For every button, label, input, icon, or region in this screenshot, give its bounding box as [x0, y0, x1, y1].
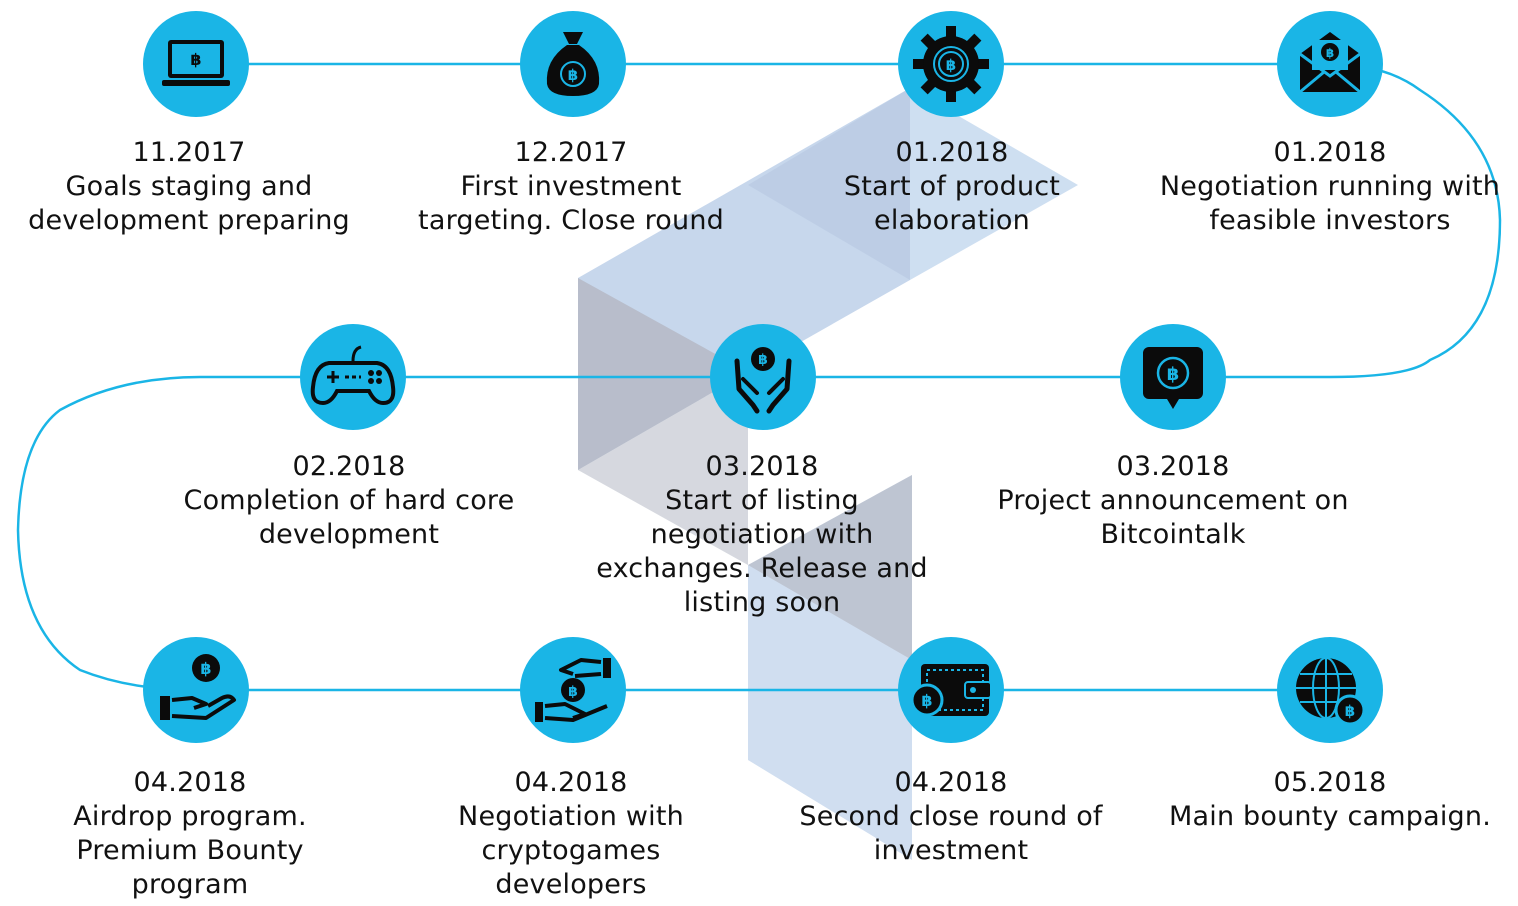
svg-text:฿: ฿: [200, 659, 211, 678]
hands-bitcoin-icon: ฿: [734, 347, 792, 414]
svg-text:฿: ฿: [568, 684, 578, 700]
milestone-description: Start of listing negotiation with exchan…: [596, 485, 928, 618]
svg-text:฿: ฿: [568, 66, 578, 84]
milestone-node-9: ฿: [520, 637, 626, 743]
milestone-date: 04.2018: [133, 767, 247, 798]
laptop-bitcoin-icon: ฿: [162, 40, 230, 86]
milestone-description: Completion of hard core development: [183, 485, 515, 550]
milestone-description: First investment targeting. Close round: [418, 171, 724, 236]
milestone-description: Airdrop program. Premium Bounty program: [73, 801, 307, 900]
svg-text:฿: ฿: [1167, 364, 1180, 385]
milestone-node-2: ฿: [520, 11, 626, 117]
milestone-label-5: 03.2018 Project announcement on Bitcoint…: [993, 450, 1353, 552]
milestone-date: 12.2017: [514, 137, 628, 168]
milestone-label-2: 12.2017 First investment targeting. Clos…: [391, 136, 751, 238]
svg-text:฿: ฿: [946, 56, 956, 74]
milestone-node-8: ฿: [143, 637, 249, 743]
milestone-date: 04.2018: [894, 767, 1008, 798]
milestone-node-4: ฿: [1277, 11, 1383, 117]
milestone-description: Goals staging and development preparing: [28, 171, 350, 236]
wallet-bitcoin-icon: ฿: [910, 664, 992, 717]
milestone-date: 03.2018: [1116, 451, 1230, 482]
milestone-node-11: ฿: [1277, 637, 1383, 743]
background-shapes: [578, 88, 1078, 860]
hand-coin-icon: ฿: [160, 654, 236, 720]
background-shape-middle-gray: [578, 278, 748, 470]
milestone-date: 01.2018: [1273, 137, 1387, 168]
svg-text:฿: ฿: [190, 50, 201, 69]
svg-text:฿: ฿: [921, 691, 932, 710]
svg-text:฿: ฿: [1345, 702, 1355, 720]
milestone-label-3: 01.2018 Start of product elaboration: [827, 136, 1077, 238]
milestone-node-1: ฿: [143, 11, 249, 117]
milestone-label-10: 04.2018 Second close round of investment: [791, 766, 1111, 868]
milestone-date: 05.2018: [1273, 767, 1387, 798]
milestone-description: Second close round of investment: [799, 801, 1103, 866]
milestone-date: 02.2018: [292, 451, 406, 482]
milestone-description: Negotiation running with feasible invest…: [1159, 171, 1501, 236]
milestone-node-6: ฿: [710, 324, 816, 430]
gear-bitcoin-icon: ฿: [913, 26, 989, 102]
milestone-node-3: ฿: [898, 11, 1004, 117]
milestone-label-9: 04.2018 Negotiation with cryptogames dev…: [441, 766, 701, 902]
milestone-description: Project announcement on Bitcointalk: [997, 485, 1349, 550]
milestone-date: 04.2018: [514, 767, 628, 798]
milestone-label-4: 01.2018 Negotiation running with feasibl…: [1150, 136, 1510, 238]
gamepad-icon: [310, 345, 396, 406]
milestone-date: 03.2018: [705, 451, 819, 482]
hands-exchange-coin-icon: ฿: [535, 658, 611, 722]
background-shape-upper-blue: [910, 88, 1078, 280]
milestone-label-8: 04.2018 Airdrop program. Premium Bounty …: [60, 766, 320, 902]
timeline-path: [16, 62, 1502, 692]
milestone-description: Main bounty campaign.: [1169, 801, 1491, 832]
milestone-label-6: 03.2018 Start of listing negotiation wit…: [592, 450, 932, 620]
milestone-label-11: 05.2018 Main bounty campaign.: [1160, 766, 1500, 834]
milestone-date: 11.2017: [132, 137, 246, 168]
background-shape-bottom-gray: [748, 475, 912, 660]
svg-text:฿: ฿: [1326, 46, 1334, 60]
svg-text:฿: ฿: [758, 352, 768, 368]
milestone-node-10: ฿: [898, 637, 1004, 743]
milestone-label-1: 11.2017 Goals staging and development pr…: [9, 136, 369, 238]
milestone-node-7: [300, 324, 406, 430]
chat-bubble-bitcoin-icon: ฿: [1143, 347, 1203, 409]
money-bag-icon: ฿: [546, 32, 600, 96]
globe-bitcoin-icon: ฿: [1296, 657, 1366, 726]
milestone-date: 01.2018: [895, 137, 1009, 168]
milestone-description: Start of product elaboration: [843, 171, 1061, 236]
background-shape-lower-gray: [578, 372, 748, 565]
milestone-description: Negotiation with cryptogames developers: [458, 801, 684, 900]
milestone-node-5: ฿: [1120, 324, 1226, 430]
milestone-label-7: 02.2018 Completion of hard core developm…: [169, 450, 529, 552]
envelope-bitcoin-icon: ฿: [1299, 32, 1361, 94]
